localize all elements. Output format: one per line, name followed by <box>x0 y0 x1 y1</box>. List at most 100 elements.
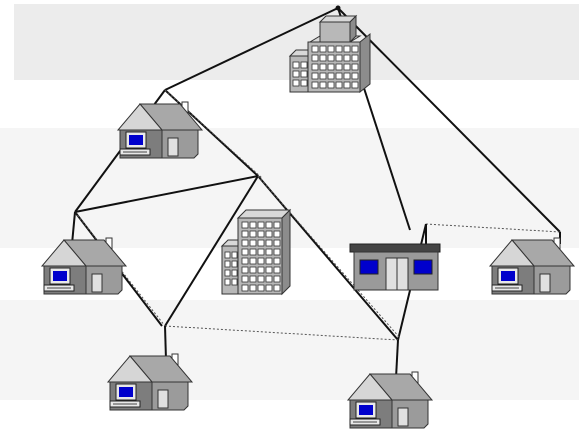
window <box>343 63 351 71</box>
window <box>249 257 257 265</box>
window <box>224 260 231 268</box>
window <box>257 275 265 283</box>
window <box>241 221 249 229</box>
window <box>231 251 238 259</box>
window <box>343 72 351 80</box>
window <box>231 260 238 268</box>
window <box>311 63 319 71</box>
window <box>273 221 281 229</box>
window <box>241 257 249 265</box>
window <box>257 266 265 274</box>
window <box>265 266 273 274</box>
window <box>319 72 327 80</box>
window <box>257 248 265 256</box>
window <box>327 54 335 62</box>
window <box>319 54 327 62</box>
window <box>224 278 231 286</box>
window <box>249 248 257 256</box>
window <box>249 275 257 283</box>
window <box>273 230 281 238</box>
window <box>292 79 300 87</box>
window <box>343 45 351 53</box>
window <box>311 72 319 80</box>
network-hub-node <box>335 5 341 11</box>
window <box>241 239 249 247</box>
window <box>265 284 273 292</box>
network-link <box>257 175 399 341</box>
window <box>273 284 281 292</box>
network-link <box>395 339 399 379</box>
window <box>351 81 359 89</box>
window <box>335 54 343 62</box>
window <box>335 45 343 53</box>
network-link <box>164 175 259 327</box>
window <box>241 266 249 274</box>
window <box>273 239 281 247</box>
window <box>300 79 308 87</box>
window <box>257 257 265 265</box>
network-link <box>337 7 561 233</box>
window <box>300 70 308 78</box>
sites <box>41 14 575 429</box>
window <box>249 239 257 247</box>
window <box>335 81 343 89</box>
window <box>273 266 281 274</box>
window <box>257 230 265 238</box>
network-link <box>74 175 259 213</box>
window <box>265 257 273 265</box>
window <box>257 221 265 229</box>
window <box>273 257 281 265</box>
window <box>311 45 319 53</box>
window <box>224 251 231 259</box>
window <box>319 63 327 71</box>
window <box>311 54 319 62</box>
window <box>327 63 335 71</box>
window <box>249 266 257 274</box>
window <box>265 221 273 229</box>
window <box>273 248 281 256</box>
window <box>351 63 359 71</box>
window <box>241 275 249 283</box>
window <box>241 284 249 292</box>
window <box>351 45 359 53</box>
window <box>319 81 327 89</box>
window <box>241 230 249 238</box>
network-link <box>164 325 399 341</box>
network-link <box>71 211 76 245</box>
window <box>249 284 257 292</box>
window <box>241 248 249 256</box>
window <box>292 70 300 78</box>
network-link <box>164 325 167 361</box>
window <box>319 45 327 53</box>
office-building-icon <box>288 14 371 94</box>
window <box>257 239 265 247</box>
window <box>265 239 273 247</box>
window <box>292 61 300 69</box>
window <box>273 275 281 283</box>
network-links <box>71 7 561 379</box>
window <box>311 81 319 89</box>
window <box>327 81 335 89</box>
shop-icon <box>349 243 441 291</box>
window <box>265 275 273 283</box>
window <box>231 269 238 277</box>
window <box>265 248 273 256</box>
window <box>335 72 343 80</box>
window <box>343 54 351 62</box>
window <box>351 54 359 62</box>
window <box>327 72 335 80</box>
window <box>224 269 231 277</box>
window <box>300 61 308 69</box>
network-link <box>164 7 339 91</box>
window <box>343 81 351 89</box>
window <box>249 230 257 238</box>
apartment-tower-icon <box>220 208 292 296</box>
window <box>265 230 273 238</box>
window <box>257 284 265 292</box>
window <box>231 278 238 286</box>
window <box>249 221 257 229</box>
window <box>351 72 359 80</box>
window <box>335 63 343 71</box>
